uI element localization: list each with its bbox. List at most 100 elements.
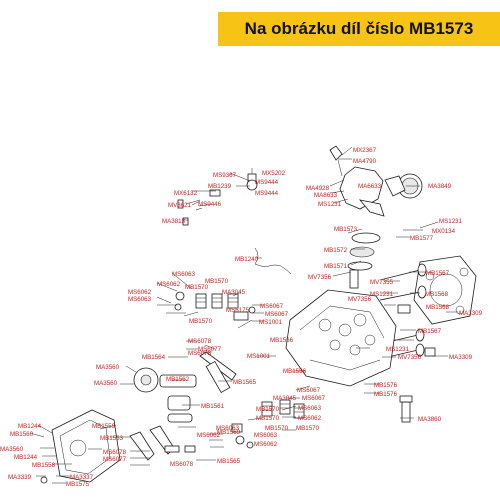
part-label: MS6067 xyxy=(265,311,289,318)
part-label: MS6062 xyxy=(128,289,152,296)
part-label: MV7356 xyxy=(348,296,372,303)
part-label: MV7355 xyxy=(370,279,394,286)
part-label: MB1560 xyxy=(10,431,34,438)
part-label: MB1565 xyxy=(233,379,257,386)
part-label: MS9367 xyxy=(213,172,237,179)
part-label: MB1559 xyxy=(92,423,116,430)
part-label: MB1570 xyxy=(205,278,229,285)
part-label: MB1570 xyxy=(256,406,280,413)
valve-springs-lower-drawing xyxy=(235,399,305,449)
part-label: MA8633 xyxy=(314,192,338,199)
part-label: MA3309 xyxy=(459,310,483,317)
rocker-arms-drawing xyxy=(129,425,196,461)
leader-lines xyxy=(29,146,458,484)
part-label: MB1561 xyxy=(201,403,225,410)
part-label: MA6633 xyxy=(358,183,382,190)
part-label: MS1231 xyxy=(370,291,394,298)
part-label: MB1570 xyxy=(189,318,213,325)
part-label: MB1567 xyxy=(426,270,450,277)
valve-springs-upper-drawing xyxy=(174,291,256,321)
part-label: MA3045 xyxy=(273,395,297,402)
part-label: MA3045 xyxy=(222,289,246,296)
part-label: MS9446 xyxy=(198,201,222,208)
part-label: MS1001 xyxy=(247,353,271,360)
part-label: MA4928 xyxy=(306,185,330,192)
part-label: MS6062 xyxy=(157,281,181,288)
part-label: MS1231 xyxy=(318,201,342,208)
part-label: MS6078 xyxy=(188,338,212,345)
part-label: MB1568 xyxy=(425,291,449,298)
part-label: MA3309 xyxy=(449,354,473,361)
part-label: MA3860 xyxy=(418,416,442,423)
part-label: MA3339 xyxy=(8,474,32,481)
part-label: MB1576 xyxy=(374,382,398,389)
part-label: MA3849 xyxy=(428,183,452,190)
part-label: MB1244 xyxy=(18,423,42,430)
part-label: MS6067 xyxy=(302,395,326,402)
part-label: MS9444 xyxy=(255,190,279,197)
part-label: MS6078 xyxy=(103,449,127,456)
small-bolts-drawing xyxy=(177,173,292,275)
part-label: MA3560 xyxy=(0,446,24,453)
part-label: MA3337 xyxy=(70,474,94,481)
part-label: MB1244 xyxy=(14,454,38,461)
part-label: MS9444 xyxy=(255,179,279,186)
part-label: MS6062 xyxy=(197,432,221,439)
part-label: MB1566 xyxy=(270,337,294,344)
part-label: MB1570 xyxy=(265,425,289,432)
part-label: MX0134 xyxy=(432,228,456,235)
part-label: MX6132 xyxy=(174,190,198,197)
part-label: MB1562 xyxy=(166,376,190,383)
camshaft-drawing xyxy=(133,351,243,433)
part-label: MX2367 xyxy=(353,147,377,154)
part-label: MS6063 xyxy=(128,296,152,303)
part-label: MB1572 xyxy=(324,247,348,254)
part-label: MV3621 xyxy=(168,202,192,209)
part-label: MS1231 xyxy=(439,218,463,225)
part-label: MB1570 xyxy=(256,415,280,422)
part-label: MB1573 xyxy=(334,226,358,233)
part-label: MS6062 xyxy=(254,441,278,448)
part-label: MB1567 xyxy=(418,328,442,335)
part-label: MB1571 xyxy=(324,263,348,270)
part-label: MB1240 xyxy=(235,256,259,263)
intake-manifold-drawing xyxy=(329,145,423,217)
part-number-banner: Na obrázku díl číslo MB1573 xyxy=(218,12,500,46)
part-label: MB1577 xyxy=(410,235,434,242)
part-label: MB1570 xyxy=(296,425,320,432)
part-label: MS6077 xyxy=(103,456,127,463)
part-label: MB1558 xyxy=(32,462,56,469)
part-label: MB1564 xyxy=(142,354,166,361)
cylinder-head-drawing xyxy=(285,289,397,387)
intake-pipe-drawing xyxy=(347,232,381,289)
part-label: MB1239 xyxy=(208,183,232,190)
part-label: MS6067 xyxy=(297,387,321,394)
part-label: MA3560 xyxy=(96,364,120,371)
part-label: MB1569 xyxy=(217,429,241,436)
spark-plug-drawing xyxy=(399,395,413,423)
part-label: MB1576 xyxy=(374,391,398,398)
part-label: MS6175 xyxy=(226,307,250,314)
part-label: MB1570 xyxy=(185,284,209,291)
cam-cover-drawing xyxy=(40,409,121,484)
part-label: MB1563 xyxy=(100,435,124,442)
part-label: MS6063 xyxy=(172,271,196,278)
part-label: MA3813 xyxy=(162,218,186,225)
part-label: MS6067 xyxy=(260,303,284,310)
part-label: MS6063 xyxy=(254,432,278,439)
part-label: MS6078 xyxy=(170,461,194,468)
head-gasket-drawing xyxy=(413,255,477,325)
part-label: MV7356 xyxy=(308,274,332,281)
part-label: MS6077 xyxy=(198,346,222,353)
part-label: MS6078 xyxy=(188,350,212,357)
part-label: MA4790 xyxy=(353,158,377,165)
part-label: MB1575 xyxy=(66,481,90,488)
part-label: MB1565 xyxy=(217,458,241,465)
part-label: MB1556 xyxy=(283,368,307,375)
part-label: MS6062 xyxy=(298,415,322,422)
part-label: MS6063 xyxy=(298,405,322,412)
part-label: MA3560 xyxy=(94,380,118,387)
part-label: MS1001 xyxy=(259,319,283,326)
part-label: MB1568 xyxy=(426,304,450,311)
